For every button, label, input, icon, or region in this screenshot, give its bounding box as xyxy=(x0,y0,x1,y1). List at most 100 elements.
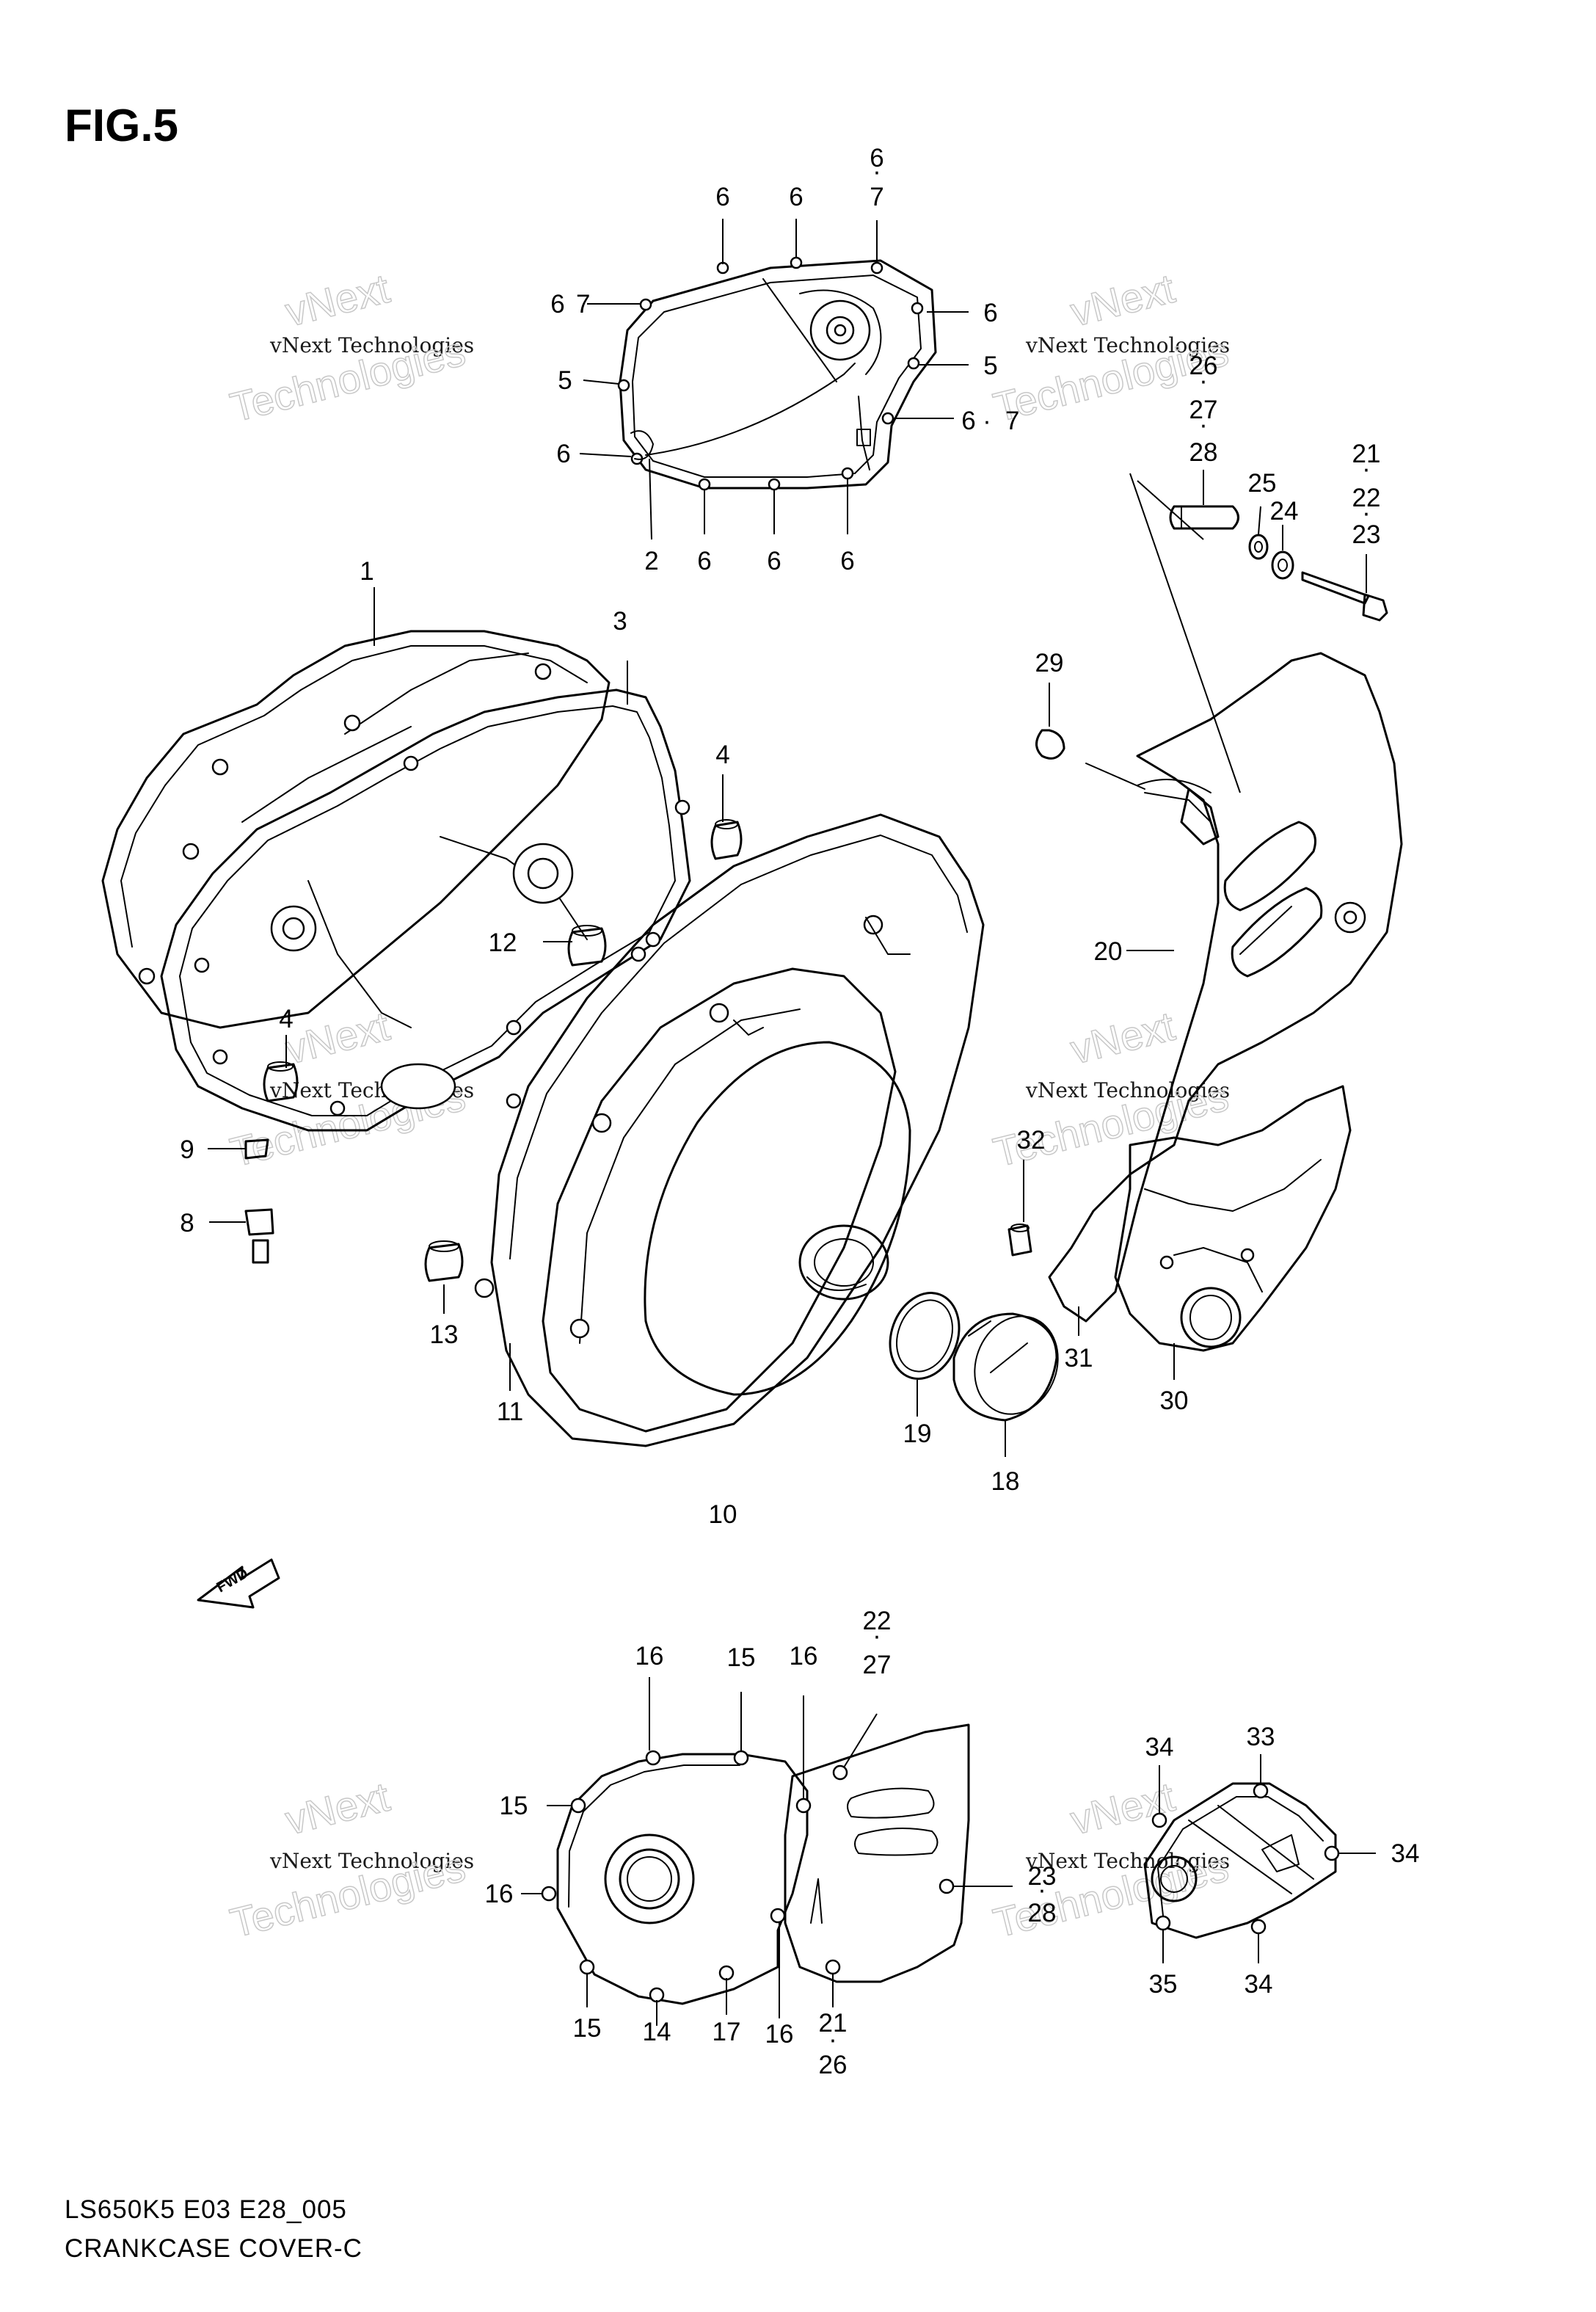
callout-label: 3 xyxy=(613,607,627,636)
svg-text:vNext: vNext xyxy=(281,1003,395,1073)
callout-label: 28 xyxy=(1189,438,1218,467)
crankcase-cover-left-drawing xyxy=(101,630,691,1132)
callout-label: 34 xyxy=(1145,1733,1174,1762)
callout-label: 31 xyxy=(1065,1344,1093,1373)
callout-label: 26 xyxy=(1189,352,1218,380)
spacer-bolt-drawing xyxy=(1169,470,1388,622)
callout-label: 13 xyxy=(430,1320,459,1349)
callout-label: 23 xyxy=(1028,1862,1057,1891)
callout-label: 6 xyxy=(697,547,711,575)
small-cover-drawing xyxy=(1143,1754,1376,1963)
sprocket-cover-drawing xyxy=(1007,473,1403,1380)
callout-labels: 6 · 7 6 6 6 6 7 5 6 2 6 6 6 5 6 7 · · 26… xyxy=(180,144,1419,2079)
callout-label: 6 xyxy=(715,183,729,211)
svg-text:vNext Technologies: vNext Technologies xyxy=(269,1849,474,1873)
watermark: vNext vNext Technologies Technologies xyxy=(225,1773,474,1946)
callout-label: 30 xyxy=(1160,1386,1189,1415)
watermark: vNext vNext Technologies Technologies xyxy=(988,1773,1234,1946)
callout-label: 10 xyxy=(709,1500,737,1529)
callout-label: 7 xyxy=(576,290,590,319)
callout-label: 4 xyxy=(715,741,729,769)
callout-label: 28 xyxy=(1028,1899,1057,1927)
figure-title: FIG.5 xyxy=(65,101,178,151)
svg-text:·: · xyxy=(1038,1875,1046,1904)
callout-label: 6 xyxy=(767,547,781,575)
svg-text:vNext Technologies: vNext Technologies xyxy=(1025,1849,1230,1873)
callout-label: 2 xyxy=(644,547,658,575)
callout-label: 5 xyxy=(558,366,572,395)
callout-label: 33 xyxy=(1247,1723,1275,1751)
magneto-cover-drawing xyxy=(474,813,985,1447)
callout-label: 27 xyxy=(863,1651,892,1679)
fwd-arrow-icon: FWD xyxy=(197,1558,280,1609)
callout-label: 6 xyxy=(550,290,564,319)
svg-text:·: · xyxy=(1199,410,1208,439)
svg-text:·: · xyxy=(1199,366,1208,395)
svg-text:vNext Technologies: vNext Technologies xyxy=(1025,1078,1230,1102)
callout-label: 35 xyxy=(1149,1970,1178,1999)
callout-label: 17 xyxy=(713,2018,741,2046)
left-group-leaders xyxy=(208,587,724,1391)
svg-text:vNext: vNext xyxy=(1066,1773,1180,1844)
callout-label: 15 xyxy=(727,1643,756,1672)
callout-label: 6 xyxy=(961,407,975,435)
svg-text:·: · xyxy=(872,1621,881,1650)
callout-label: 7 xyxy=(870,183,883,211)
callout-label: 20 xyxy=(1094,937,1123,966)
svg-text:·: · xyxy=(872,157,881,186)
callout-label: 16 xyxy=(635,1642,664,1671)
callout-label: 15 xyxy=(573,2014,602,2043)
callout-label: 1 xyxy=(360,557,374,586)
callout-label: 5 xyxy=(983,352,997,380)
svg-text:·: · xyxy=(983,407,991,435)
svg-text:FWD: FWD xyxy=(214,1566,251,1596)
callout-label: 6 xyxy=(870,144,883,172)
callout-label: 12 xyxy=(489,928,517,957)
callout-label: 11 xyxy=(497,1397,523,1426)
svg-text:·: · xyxy=(1362,498,1371,527)
callout-label: 16 xyxy=(765,2020,794,2049)
callout-label: 9 xyxy=(180,1135,194,1164)
watermark-group: vNext vNext Technologies Technologies vN… xyxy=(225,264,1234,1946)
callout-label: 25 xyxy=(1248,469,1277,498)
callout-label: 23 xyxy=(1352,520,1381,549)
plug-oring-drawing xyxy=(889,1292,1059,1457)
outer-cover-drawing xyxy=(521,1677,1013,2026)
callout-label: 6 xyxy=(556,440,570,468)
callout-label: 22 xyxy=(1352,484,1381,512)
model-code: LS650K5 E03 E28_005 xyxy=(65,2195,347,2224)
svg-text:·: · xyxy=(983,290,991,319)
svg-text:vNext Technologies: vNext Technologies xyxy=(269,333,474,357)
callout-label: 16 xyxy=(485,1880,514,1908)
callout-label: 6 xyxy=(983,299,997,327)
callout-label: 24 xyxy=(1270,497,1299,526)
callout-label: 6 xyxy=(840,547,854,575)
callout-label: 18 xyxy=(991,1467,1020,1496)
callout-label: 22 xyxy=(863,1607,892,1635)
callout-label: 19 xyxy=(903,1419,932,1448)
callout-label: 15 xyxy=(500,1792,528,1820)
svg-text:·: · xyxy=(828,2025,837,2054)
callout-label: 16 xyxy=(790,1642,818,1671)
clutch-cover-gasket-drawing xyxy=(617,256,937,491)
callout-label: 7 xyxy=(1005,407,1019,435)
callout-label: 27 xyxy=(1189,396,1218,424)
callout-label: 6 xyxy=(789,183,803,211)
svg-text:vNext: vNext xyxy=(281,265,395,335)
section-name: CRANKCASE COVER-C xyxy=(65,2234,362,2263)
callout-label: 34 xyxy=(1391,1839,1420,1868)
callout-label: 14 xyxy=(643,2018,671,2046)
svg-text:vNext: vNext xyxy=(1066,1003,1180,1073)
dowel-pins-drawing xyxy=(244,819,743,1282)
svg-text:vNext: vNext xyxy=(1066,265,1180,335)
top-gasket-leaders xyxy=(579,219,969,540)
callout-label: 32 xyxy=(1017,1126,1046,1155)
callout-label: 34 xyxy=(1245,1970,1273,1999)
svg-text:vNext: vNext xyxy=(281,1773,395,1844)
callout-label: 21 xyxy=(819,2009,848,2037)
callout-label: 4 xyxy=(279,1005,293,1033)
callout-label: 29 xyxy=(1035,649,1064,677)
callout-label: 21 xyxy=(1352,440,1381,468)
svg-text:·: · xyxy=(1362,454,1371,483)
